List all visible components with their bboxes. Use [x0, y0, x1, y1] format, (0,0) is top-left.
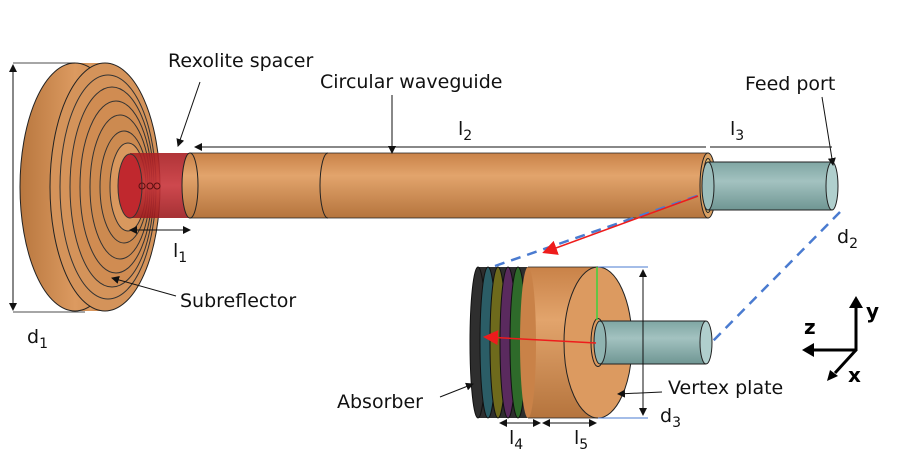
circular-waveguide — [181, 152, 717, 219]
subreflector-label: Subreflector — [180, 290, 296, 312]
vertex-plate-pointer — [617, 389, 663, 398]
red-arrow-absorber — [483, 330, 597, 346]
spacer-pointer — [176, 81, 201, 147]
d2-label: d2 — [837, 226, 858, 252]
coordinate-axes: y z x — [802, 296, 879, 387]
l2-label: l2 — [458, 118, 472, 144]
vertex-plate-label: Vertex plate — [668, 377, 783, 399]
axis-x-label: x — [848, 363, 861, 387]
inset-feed-pipe — [593, 320, 713, 365]
rexolite-spacer-label: Rexolite spacer — [168, 50, 313, 72]
l4-label: l4 — [509, 427, 523, 453]
axis-z-label: z — [804, 315, 816, 339]
absorber-label: Absorber — [337, 391, 423, 413]
subreflector-pointer — [111, 276, 177, 297]
zoom-dashed-line-top — [494, 193, 701, 268]
absorber-pointer — [439, 382, 474, 398]
l5-label: l5 — [574, 427, 588, 453]
feed-port-label: Feed port — [745, 73, 835, 95]
feed-port-pointer — [821, 96, 836, 166]
d1-label: d1 — [27, 326, 48, 352]
red-arrow-zoom — [542, 195, 699, 255]
d3-label: d3 — [660, 405, 681, 431]
l3-label: l3 — [730, 118, 744, 144]
zoom-dashed-line-right — [711, 211, 841, 343]
l1-label: l1 — [173, 240, 187, 266]
feed-pipe — [701, 161, 839, 211]
axis-y-label: y — [866, 299, 879, 323]
circular-waveguide-label: Circular waveguide — [320, 71, 502, 93]
rexolite-spacer — [117, 153, 190, 219]
